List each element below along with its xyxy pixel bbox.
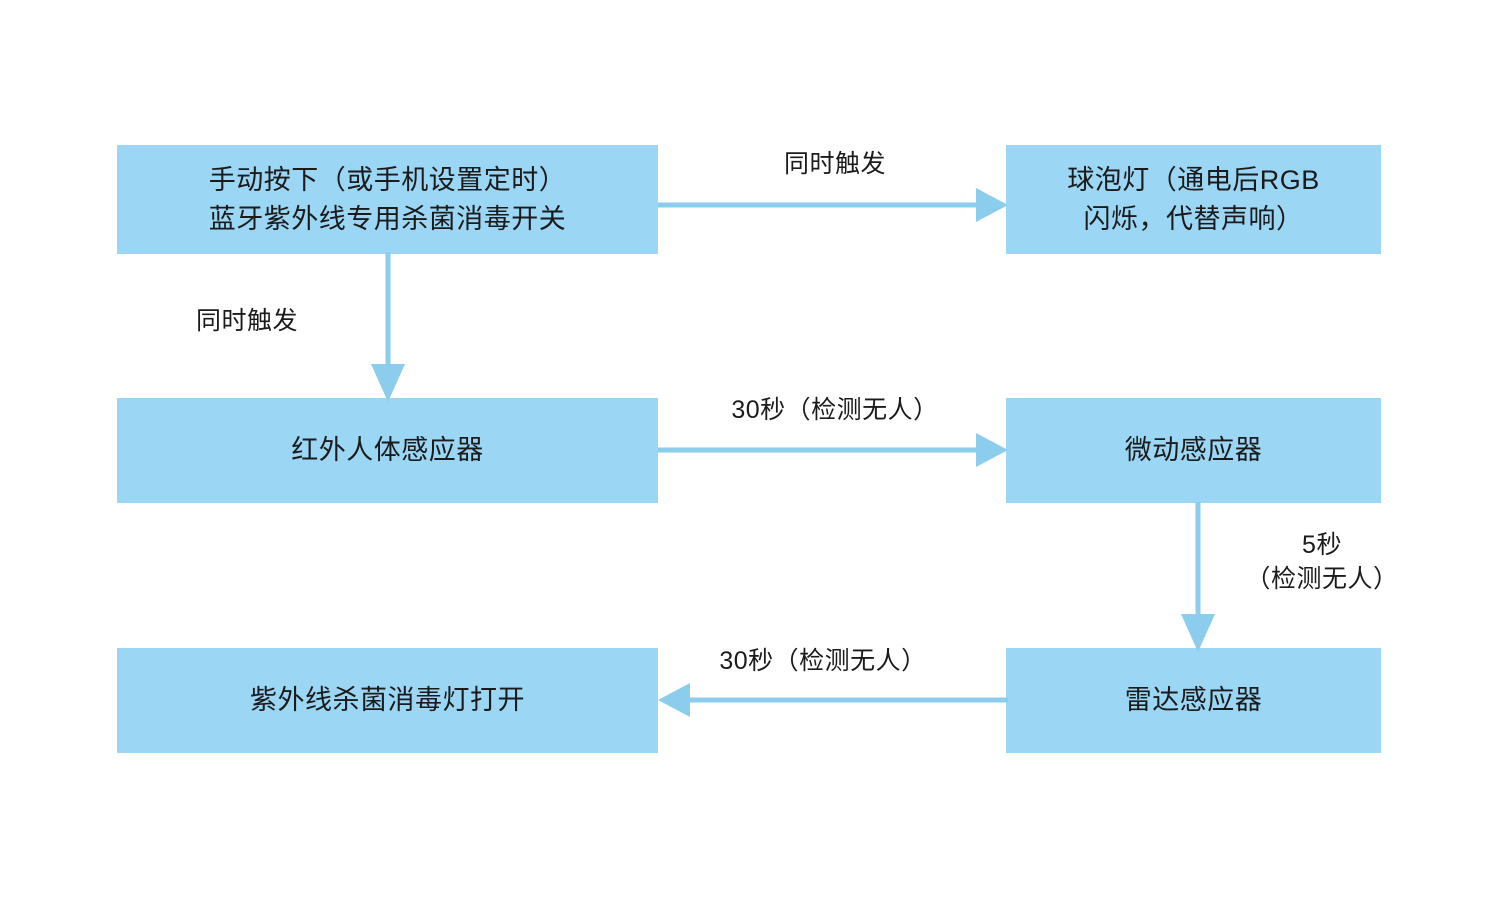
node-manual-switch-label: 手动按下（或手机设置定时） 蓝牙紫外线专用杀菌消毒开关 <box>208 165 567 234</box>
node-manual-switch[interactable]: 手动按下（或手机设置定时） 蓝牙紫外线专用杀菌消毒开关 <box>117 145 658 254</box>
node-microwave-sensor-label: 微动感应器 <box>1124 435 1263 466</box>
node-microwave-sensor[interactable]: 微动感应器 <box>1006 398 1381 503</box>
node-radar-sensor-label: 雷达感应器 <box>1124 685 1263 716</box>
node-infrared-sensor-label: 红外人体感应器 <box>291 435 484 466</box>
arrow-infrared-to-microwave-icon <box>658 433 1008 467</box>
node-infrared-sensor[interactable]: 红外人体感应器 <box>117 398 658 503</box>
arrow-switch-to-bulb-icon <box>658 188 1008 222</box>
edge-label-switch-to-infrared: 同时触发 <box>196 307 299 335</box>
edge-label-infrared-to-microwave: 30秒（检测无人） <box>731 396 939 424</box>
node-radar-sensor[interactable]: 雷达感应器 <box>1006 648 1381 753</box>
edge-label-microwave-to-radar: 5秒 （检测无人） <box>1245 531 1399 593</box>
node-uv-lamp-on[interactable]: 紫外线杀菌消毒灯打开 <box>117 648 658 753</box>
node-bulb-light-label: 球泡灯（通电后RGB 闪烁，代替声响） <box>1067 165 1320 234</box>
edge-label-switch-to-bulb: 同时触发 <box>783 150 886 178</box>
edge-label-radar-to-uvlamp: 30秒（检测无人） <box>719 647 927 675</box>
node-bulb-light[interactable]: 球泡灯（通电后RGB 闪烁，代替声响） <box>1006 145 1381 254</box>
arrow-microwave-to-radar-icon <box>1181 502 1215 652</box>
arrow-radar-to-uvlamp-icon <box>658 683 1008 717</box>
node-uv-lamp-on-label: 紫外线杀菌消毒灯打开 <box>250 685 525 716</box>
arrow-switch-to-infrared-icon <box>371 252 405 402</box>
